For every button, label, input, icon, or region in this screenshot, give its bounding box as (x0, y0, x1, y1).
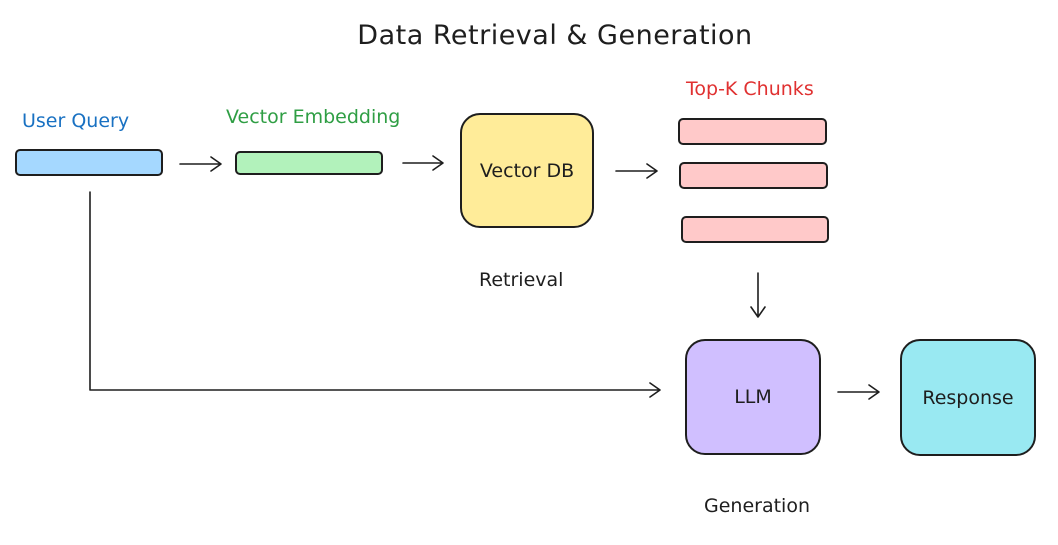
chunk-bar-1 (678, 118, 827, 145)
arrow-query-to-embedding (179, 156, 222, 172)
chunk-bar-2 (679, 162, 828, 189)
user-query-label: User Query (22, 110, 130, 132)
vector-embedding-label: Vector Embedding (226, 106, 401, 128)
chunk-bar-3 (681, 216, 829, 243)
response-label: Response (922, 386, 1014, 409)
vector-db-label: Vector DB (479, 159, 575, 182)
arrow-chunks-to-llm (750, 272, 766, 318)
user-query-bar (15, 149, 163, 176)
top-k-chunks-label: Top-K Chunks (686, 78, 814, 100)
generation-label: Generation (704, 495, 810, 517)
arrow-llm-to-response (837, 384, 880, 400)
response-node: Response (900, 339, 1036, 456)
vector-db-node: Vector DB (460, 113, 594, 228)
llm-label: LLM (734, 386, 772, 408)
retrieval-label: Retrieval (479, 269, 564, 291)
vector-embedding-bar (235, 151, 383, 175)
llm-node: LLM (685, 339, 821, 455)
arrow-vectordb-to-chunks (615, 163, 658, 179)
diagram-title: Data Retrieval & Generation (357, 20, 753, 51)
arrow-embedding-to-vectordb (402, 155, 444, 171)
